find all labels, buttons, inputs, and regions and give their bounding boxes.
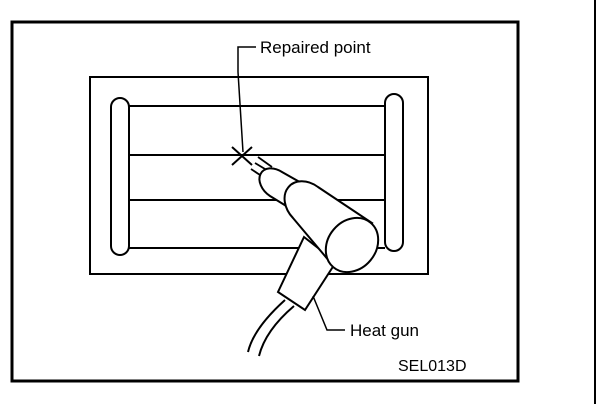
heat-gun-rear-cap [324,216,380,274]
repaired-point-leader [237,46,256,153]
heat-gun-cable [247,299,295,357]
heat-gun [258,167,380,312]
repaired-point-label: Repaired point [260,38,371,57]
left-bus-bar [110,97,130,256]
repaired-point-mark [231,146,253,166]
figure-frame [10,20,520,383]
heat-gun-label: Heat gun [350,321,419,340]
right-bus-bar [384,93,404,252]
heat-gun-leader [312,295,345,331]
window-panel [89,76,429,275]
figure-code: SEL013D [398,358,467,375]
